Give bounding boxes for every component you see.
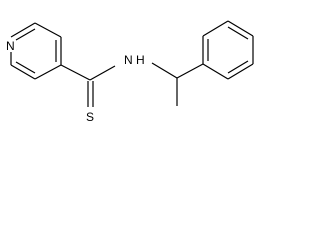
bond-pyridine-c4-c5 — [34, 64, 62, 80]
bond-phenyl-6 — [202, 63, 229, 80]
phenyl-ring — [202, 20, 254, 80]
double-bond-pyridine-inner-3 — [15, 61, 36, 74]
atom-label-sulfur: S — [86, 110, 94, 124]
bond-ch-to-phenyl — [176, 63, 204, 79]
bond-c-n-amide — [89, 65, 116, 81]
double-bond-phenyl-inner-2 — [227, 26, 249, 40]
bond-phenyl-5 — [227, 63, 254, 80]
pyridine-ring — [10, 22, 62, 80]
chemical-structure-diagram: N N H S — [6, 20, 254, 124]
double-bond-pyridine-inner-1 — [15, 28, 36, 41]
bond-pyridine-n-c2 — [10, 22, 36, 38]
bond-pyridine-c2-c3 — [34, 22, 62, 38]
bond-ring-to-thiocarbonyl — [60, 64, 91, 81]
double-bond-phenyl-inner-3 — [227, 60, 249, 74]
bond-pyridine-c5-c6 — [10, 64, 36, 80]
bond-phenyl-2 — [202, 20, 229, 37]
atom-label-amide-nitrogen: N — [124, 53, 133, 67]
bond-n-to-ch — [151, 62, 178, 79]
atom-label-pyridine-nitrogen: N — [6, 39, 15, 53]
bond-phenyl-3 — [227, 20, 254, 37]
thioamide-group — [60, 64, 116, 107]
amine-linker — [151, 62, 204, 106]
atom-label-amide-hydrogen: H — [136, 53, 145, 67]
